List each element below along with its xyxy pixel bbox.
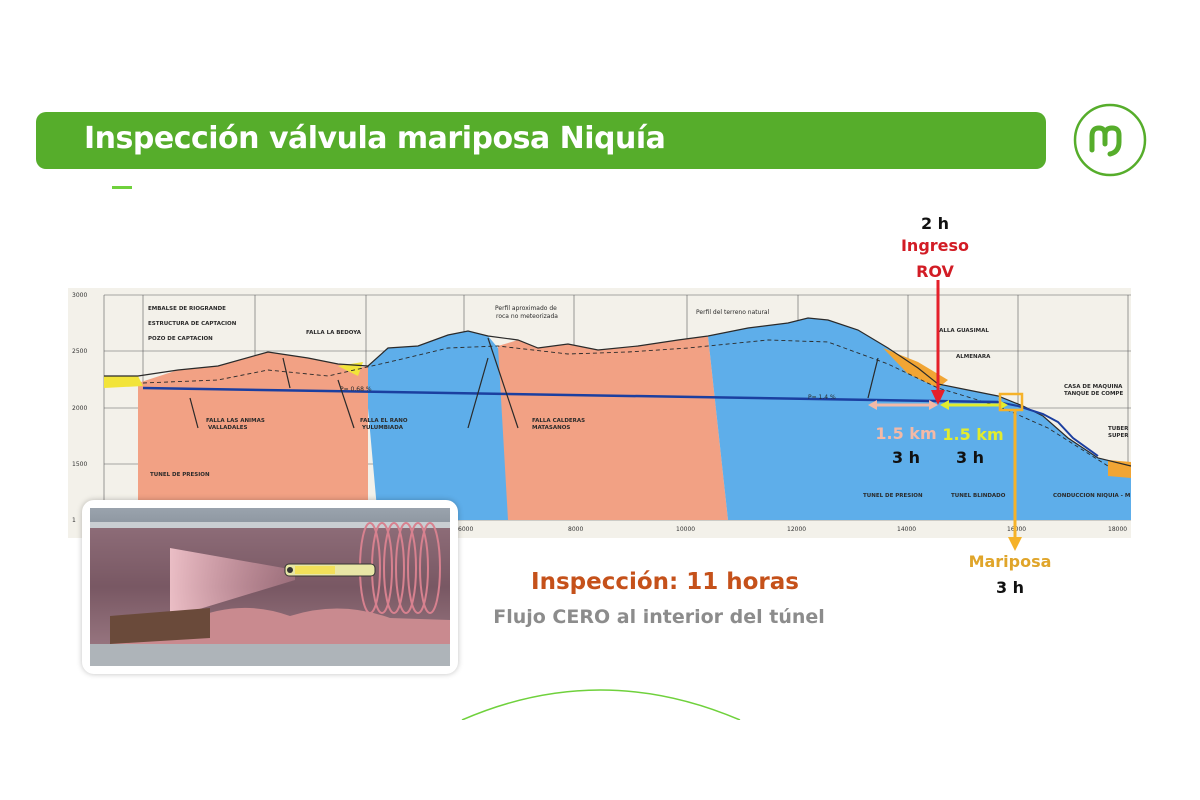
segment-left-time: 3 h [891, 448, 921, 467]
label-perfil-roca-2: roca no meteorizada [496, 313, 558, 320]
slide-title: Inspección válvula mariposa Niquía [84, 121, 666, 156]
segment-left-distance: 1.5 km [875, 424, 937, 443]
rov-time: 2 h [920, 214, 950, 233]
decorative-arc [461, 689, 741, 720]
rov-render-illustration [90, 508, 450, 666]
label-tunel-blindado: TUNEL BLINDADO [951, 493, 1006, 499]
label-embalse: EMBALSE DE RIOGRANDE [148, 306, 226, 312]
title-accent-dash [112, 186, 132, 189]
x-tick-10000: 10000 [676, 526, 695, 533]
label-matasanos: MATASANOS [532, 425, 570, 431]
label-bedoya: FALLA LA BEDOYA [306, 330, 362, 336]
label-perfil-terreno: Perfil del terreno natural [696, 309, 770, 316]
label-valladales: VALLADALES [208, 425, 247, 431]
label-almenara: ALMENARA [956, 354, 991, 360]
x-tick-18000: 18000 [1108, 526, 1127, 533]
label-perfil-roca-1: Perfil aproximado de [495, 305, 557, 312]
label-tunel-presion-left: TUNEL DE PRESION [150, 472, 210, 478]
label-captacion: ESTRUCTURA DE CAPTACION [148, 321, 237, 327]
label-animas: FALLA LAS ANIMAS [206, 418, 265, 424]
label-slope-2: P= 1.4 % [808, 394, 836, 401]
rov-label-line1: Ingreso [900, 236, 970, 255]
segment-right-distance: 1.5 km [942, 425, 1004, 444]
y-tick-2000: 2000 [72, 405, 87, 412]
rock-zone-middle [498, 336, 728, 520]
label-slope-1: P= 0.68 % [340, 386, 372, 393]
epm-swirl-logo-icon [1073, 103, 1147, 177]
summary-headline: Inspección: 11 horas [531, 569, 799, 595]
label-yulumbiada: YULUMBIADA [361, 425, 404, 431]
rov-label-line2: ROV [916, 262, 954, 281]
rock-zone-left [138, 352, 368, 520]
label-conduccion: CONDUCCION NIQUIA - M [1053, 493, 1130, 499]
label-casa-maquinas: CASA DE MAQUINA [1064, 384, 1123, 390]
label-tunel-presion: TUNEL DE PRESION [863, 493, 923, 499]
label-guasimal: FALLA GUASIMAL [936, 328, 989, 334]
x-tick-6000: 6000 [458, 526, 473, 533]
label-pozo: POZO DE CAPTACION [148, 336, 213, 342]
label-tanque: TANQUE DE COMPE [1064, 391, 1123, 397]
rov-entry-arrow-icon [931, 280, 945, 405]
water-zone-2 [708, 318, 1131, 520]
label-rano: FALLA EL RANO [360, 418, 408, 424]
x-tick-8000: 8000 [568, 526, 583, 533]
summary-subline: Flujo CERO al interior del túnel [493, 606, 825, 628]
mariposa-time: 3 h [995, 578, 1025, 597]
segment-left-arrow-icon [868, 400, 938, 410]
tunnel-profile-diagram: 3000 2500 2000 1500 1 6000 8000 10000 12… [68, 288, 1131, 538]
mariposa-label: Mariposa [968, 552, 1052, 571]
x-tick-12000: 12000 [787, 526, 806, 533]
label-superior: SUPER [1108, 433, 1129, 439]
x-tick-16000: 16000 [1007, 526, 1026, 533]
label-tuberia: TUBER [1108, 426, 1129, 432]
rov-inspection-image [82, 500, 458, 674]
y-tick-1000: 1 [72, 517, 76, 524]
y-tick-1500: 1500 [72, 461, 87, 468]
mariposa-marker-icon [998, 392, 1024, 551]
y-tick-3000: 3000 [72, 292, 87, 299]
segment-right-time: 3 h [955, 448, 985, 467]
label-calderas: FALLA CALDERAS [532, 418, 585, 424]
x-tick-14000: 14000 [897, 526, 916, 533]
y-tick-2500: 2500 [72, 348, 87, 355]
water-zone-1 [368, 331, 508, 520]
title-bar: Inspección válvula mariposa Niquía [36, 112, 1046, 169]
